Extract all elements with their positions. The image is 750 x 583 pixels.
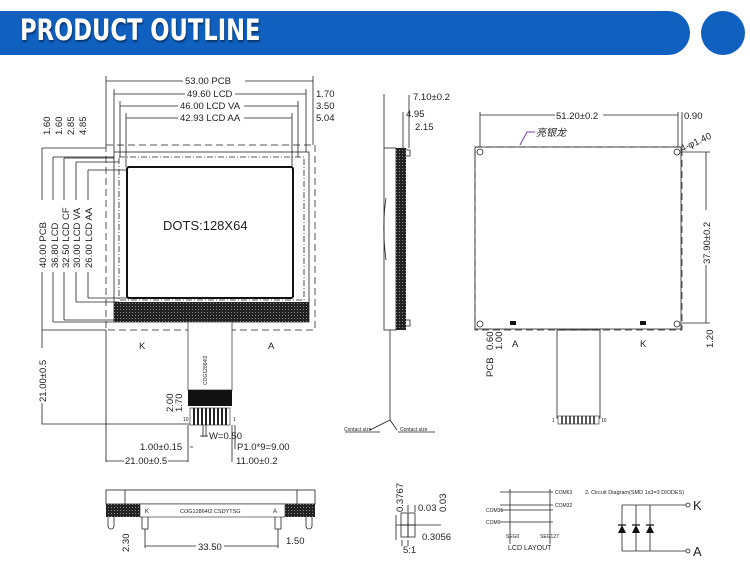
dim-pin-spacing: 33.50 [198,542,222,553]
dim-side-2-15: 2.15 [415,122,434,133]
k-label: K [139,341,146,352]
com63-label: COM63 [555,490,572,496]
dim-top-3: 2.85 [66,117,77,136]
pixel-detail: 0.3767 0.03 0.03 0.3056 5:1 [395,483,451,556]
page-title: PRODUCT OUTLINE [20,13,261,47]
circuit-k-label: K [693,498,702,513]
dim-pin-edge: 1.00±0.15 [140,442,182,453]
aa-outline [126,166,294,299]
dim-offset-2: 3.50 [316,101,335,112]
back-k-label: K [640,339,647,350]
dim-va-height: 30.00 LCD VA [72,207,83,268]
dim-top-4: 4.85 [78,117,89,136]
dim-top-2: 1.60 [54,117,65,136]
dim-side-4-95: 4.95 [406,109,425,120]
circuit-diagram: 2. Circuit Diagram(SMD 1x3=3 DIODES) K A [585,490,702,559]
dim-back-height: 37.90±0.2 [702,222,713,264]
fpc [187,321,233,391]
va-outline [118,156,305,301]
contact-size-left: Contact size [344,427,372,433]
lcd-outline [113,151,310,323]
pin-10-label: 10 [183,417,189,423]
side-view: 7.10±0.2 4.95 2.15 Contact size Contact … [344,92,450,433]
cog-area [114,302,309,322]
back-view: 1 10 51.20±0.2 0.90 亮银龙 4-φ1.40 37.90±0.… [474,111,716,425]
dim-1-70: 1.70 [174,394,185,413]
bottom-a-label: A [273,509,277,515]
back-a-label: A [512,339,519,350]
dim-lcd-height: 36.80 LCD [50,222,61,268]
dim-back-width: 51.20±0.2 [556,111,598,122]
a-label: A [268,341,275,352]
pin-1-label: 1 [233,417,236,423]
dim-cf-height: 32.50 LCD CF [61,207,72,268]
dim-fpc-length: 21.00±0.5 [38,360,49,402]
dim-back-0-60: 0.60 [485,332,496,351]
dim-fpc-width: 11.00±0.2 [236,456,278,467]
dim-lcd-width: 49.60 LCD [187,89,233,100]
back-pin-1: 1 [552,418,555,424]
dim-pin-diameter: 1.50 [286,536,305,547]
contact-size-right: Contact size [400,427,428,433]
detail-scale: 5:1 [403,545,416,556]
dim-aa-width: 42.93 LCD AA [180,113,241,124]
header-bar [0,11,690,55]
seg127-label: SEG127 [540,534,559,540]
dim-offset-3: 5.04 [316,113,335,124]
com0-label: COM0 [486,520,501,526]
dim-back-offset: 0.90 [684,111,703,122]
com32-label: COM32 [555,503,572,509]
dim-pixel-gap-y: 0.03 [438,494,449,513]
dim-top-1: 1.60 [42,117,53,136]
material-note: 亮银龙 [536,127,567,139]
dots-label: DOTS:128X64 [163,218,248,233]
bottom-k-label: K [145,509,149,515]
fpc-pins [189,407,231,426]
dim-va-width: 46.00 LCD VA [180,101,241,112]
dim-pin-pitch: P1.0*9=9.00 [237,442,290,453]
lcd-layout-title: LCD LAYOUT [508,545,552,552]
dim-side-thickness: 7.10±0.2 [413,92,450,103]
dim-pixel-height: 0.3767 [395,483,406,512]
bottom-part-label: COG12864I2 CSDYTSG [180,509,241,515]
bottom-view: K A COG12864I2 CSDYTSG 2.30 33.50 1.50 [105,489,316,553]
dim-pixel-gap-x: 0.03 [418,503,437,514]
dim-pin-width: W=0.50 [209,431,242,442]
dim-offset-1: 1.70 [316,89,335,100]
fpc-stiffener [188,390,232,406]
dim-back-1-00: 1.00 [494,332,505,351]
dim-aa-height: 26.00 LCD AA [84,207,95,268]
seg0-label: SEG0 [506,534,520,540]
dim-pixel-width: 0.3056 [422,532,451,543]
lcd-layout: COM63 COM32 COM31 COM0 SEG0 SEG127 LCD L… [486,489,572,552]
fpc-label: COG12864I2 [203,355,209,385]
dim-back-bottom: 1.20 [705,330,716,349]
dim-2-00: 2.00 [165,394,176,413]
dim-pcb-width: 53.00 PCB [185,76,231,87]
back-pin-10: 10 [601,418,607,424]
dim-holes: 4-φ1.40 [679,131,714,155]
header-dot [701,11,745,55]
dim-back-pcb: PCB [485,357,496,377]
dim-fpc-offset: 21.00±0.5 [125,456,167,467]
circuit-title: 2. Circuit Diagram(SMD 1x3=3 DIODES) [585,490,684,496]
dim-pcb-height: 40.00 PCB [38,222,49,268]
circuit-a-label: A [693,544,702,559]
com31-label: COM31 [486,508,503,514]
dim-pin-height: 2.30 [121,534,132,553]
front-view: DOTS:128X64 K A COG12864I2 53.00 PCB 49.… [36,76,335,467]
